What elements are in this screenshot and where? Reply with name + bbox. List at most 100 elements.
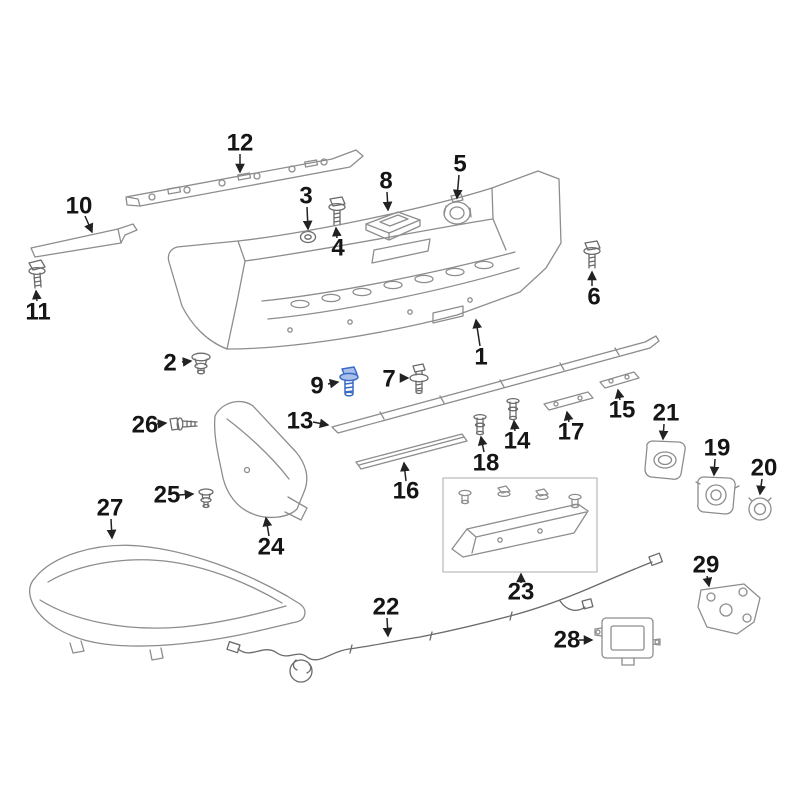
part-number-text-26[interactable]: 26 (132, 412, 159, 439)
part-label-18[interactable]: 18 (473, 435, 500, 477)
part-20-grommet (748, 497, 772, 521)
part-label-13[interactable]: 13 (287, 408, 330, 435)
part-label-25[interactable]: 25 (154, 482, 195, 509)
part-2-clip (191, 352, 211, 375)
part-26-screw (169, 417, 198, 431)
label-arrow-13 (312, 418, 330, 429)
part-number-text-6[interactable]: 6 (587, 284, 600, 311)
part-number-text-20[interactable]: 20 (751, 455, 778, 482)
part-number-text-23[interactable]: 23 (508, 579, 535, 606)
part-12-reinforcement-bar (125, 149, 364, 207)
part-label-29[interactable]: 29 (693, 552, 720, 588)
part-label-11[interactable]: 11 (25, 289, 51, 326)
part-label-4[interactable]: 4 (331, 226, 345, 262)
part-27-bumper-end (28, 544, 306, 661)
part-1-bumper-cover (167, 170, 562, 350)
part-label-8[interactable]: 8 (379, 168, 393, 212)
part-label-19[interactable]: 19 (704, 435, 731, 477)
label-arrow-29 (702, 575, 713, 588)
part-label-1[interactable]: 1 (472, 318, 488, 371)
part-number-text-22[interactable]: 22 (373, 594, 400, 621)
label-arrow-14 (509, 419, 520, 432)
part-22-wire-harness (226, 552, 663, 683)
part-number-text-12[interactable]: 12 (227, 130, 254, 157)
part-label-6[interactable]: 6 (587, 270, 601, 311)
part-15-retainer (599, 371, 640, 389)
part-5-sensor-retainer (443, 193, 472, 225)
part-number-text-5[interactable]: 5 (453, 151, 466, 178)
part-number-text-19[interactable]: 19 (704, 435, 731, 462)
part-10-side-support (30, 223, 138, 258)
part-label-20[interactable]: 20 (751, 455, 778, 496)
label-arrow-15 (614, 388, 625, 401)
label-arrow-25 (178, 489, 195, 500)
label-arrow-22 (382, 617, 393, 638)
part-number-text-10[interactable]: 10 (66, 193, 93, 220)
label-arrow-9 (327, 378, 340, 389)
part-number-text-21[interactable]: 21 (653, 400, 680, 427)
part-label-14[interactable]: 14 (504, 419, 531, 455)
part-number-text-17[interactable]: 17 (558, 419, 585, 446)
part-14-clip (506, 397, 520, 421)
part-number-text-14[interactable]: 14 (504, 428, 531, 455)
part-number-text-28[interactable]: 28 (554, 627, 581, 654)
part-label-23[interactable]: 23 (508, 572, 535, 606)
part-label-28[interactable]: 28 (554, 627, 594, 654)
part-number-text-27[interactable]: 27 (97, 495, 124, 522)
label-arrow-16 (400, 461, 410, 482)
part-number-text-3[interactable]: 3 (299, 183, 312, 210)
part-19-sensor (695, 476, 740, 515)
part-17-retainer (543, 391, 594, 411)
part-label-5[interactable]: 5 (452, 151, 467, 200)
part-number-text-15[interactable]: 15 (609, 397, 636, 424)
part-label-10[interactable]: 10 (66, 193, 94, 234)
part-label-22[interactable]: 22 (373, 594, 400, 638)
part-16-reflector (355, 433, 468, 470)
label-arrow-18 (477, 435, 488, 453)
part-24-mud-guard (213, 400, 308, 521)
part-number-text-9[interactable]: 9 (310, 373, 323, 400)
labels-layer: 1234567891011121314151617181920212223242… (25, 130, 777, 654)
part-number-text-8[interactable]: 8 (379, 168, 392, 195)
part-label-15[interactable]: 15 (609, 388, 636, 424)
part-label-26[interactable]: 26 (132, 412, 168, 439)
part-number-text-2[interactable]: 2 (163, 350, 176, 377)
part-label-9[interactable]: 9 (310, 373, 340, 400)
part-13-lower-trim-strip (331, 335, 660, 434)
part-number-text-1[interactable]: 1 (474, 344, 487, 371)
part-number-text-16[interactable]: 16 (393, 478, 420, 505)
label-arrow-20 (756, 478, 766, 496)
part-21-sensor-bezel (644, 440, 686, 480)
part-3-grommet (299, 230, 317, 244)
part-number-text-29[interactable]: 29 (693, 552, 720, 579)
part-number-text-25[interactable]: 25 (154, 482, 181, 509)
label-arrow-8 (382, 191, 393, 212)
part-18-clip (473, 413, 487, 436)
label-arrow-27 (106, 518, 117, 540)
label-arrow-1 (472, 318, 483, 347)
part-label-21[interactable]: 21 (653, 400, 680, 441)
part-number-text-24[interactable]: 24 (258, 534, 285, 561)
part-number-text-13[interactable]: 13 (287, 408, 314, 435)
part-23-bracket-kit (442, 477, 598, 573)
label-arrow-2 (181, 357, 193, 367)
part-number-text-18[interactable]: 18 (473, 450, 500, 477)
part-label-3[interactable]: 3 (299, 183, 313, 231)
label-arrow-5 (452, 174, 463, 200)
part-9-bolt-highlighted[interactable] (339, 366, 359, 397)
part-29-bracket (697, 583, 761, 635)
part-number-text-7[interactable]: 7 (382, 366, 395, 393)
part-number-text-4[interactable]: 4 (331, 235, 345, 262)
label-arrow-4 (331, 226, 342, 239)
part-label-12[interactable]: 12 (227, 130, 254, 174)
label-arrow-17 (563, 410, 574, 423)
part-label-7[interactable]: 7 (382, 366, 410, 393)
part-label-27[interactable]: 27 (97, 495, 124, 540)
part-label-24[interactable]: 24 (258, 516, 285, 561)
part-25-clip (198, 488, 214, 509)
part-label-17[interactable]: 17 (558, 410, 585, 446)
part-number-text-11[interactable]: 11 (25, 299, 50, 326)
part-label-2[interactable]: 2 (163, 350, 193, 377)
part-label-16[interactable]: 16 (393, 461, 420, 505)
